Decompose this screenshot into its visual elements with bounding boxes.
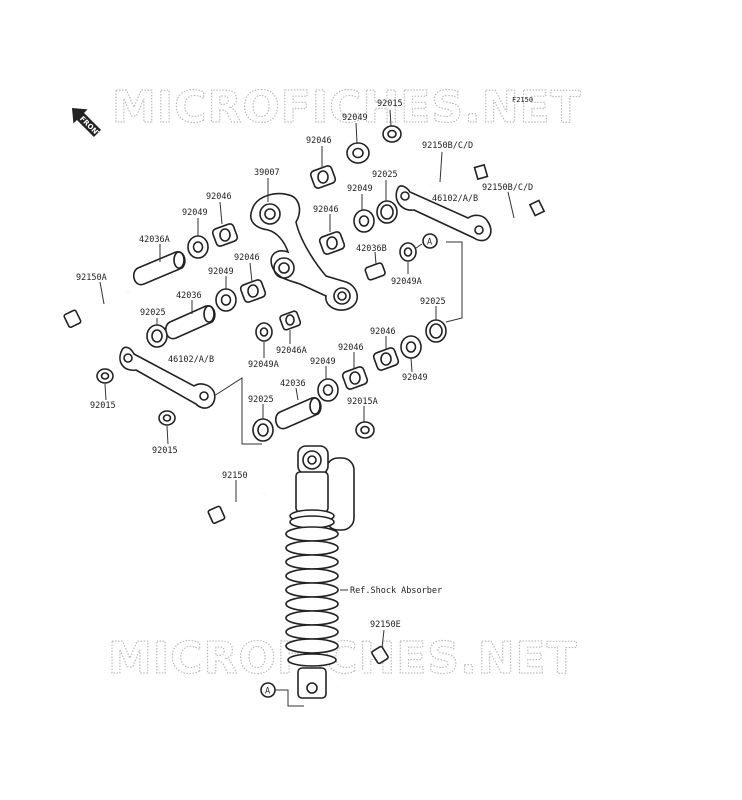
seal-92049-f xyxy=(317,378,339,402)
collar-42036-a xyxy=(164,305,216,340)
label-92046-c: 92046 xyxy=(206,192,232,202)
label-92049-c: 92049 xyxy=(182,208,208,218)
washer-92025-r xyxy=(425,319,447,343)
label-92025-l: 92025 xyxy=(140,308,166,318)
nut-92015-top xyxy=(382,125,402,143)
label-92150bcd-1: 92150B/C/D xyxy=(422,141,473,151)
label-42036a: 42036A xyxy=(139,235,170,245)
label-46102-l: 46102/A/B xyxy=(168,355,214,365)
front-label: FRONT xyxy=(78,115,103,140)
label-92046a: 92046A xyxy=(276,346,307,356)
tie-rod-right xyxy=(395,185,492,242)
bolt-92150a xyxy=(63,290,129,329)
label-92150a: 92150A xyxy=(76,273,107,283)
label-42036b: 42036B xyxy=(356,244,387,254)
label-92049-f: 92049 xyxy=(310,357,336,367)
label-46102-r: 46102/A/B xyxy=(432,194,478,204)
label-92025-r: 92025 xyxy=(420,297,446,307)
label-39007: 39007 xyxy=(254,168,280,178)
shock-absorber xyxy=(285,445,355,699)
bearing-92046-d xyxy=(239,279,267,303)
bearing-92046-b xyxy=(318,231,346,255)
seal-92049a-r xyxy=(399,242,417,262)
label-92150bcd-2: 92150B/C/D xyxy=(482,183,533,193)
bearing-92046-e xyxy=(372,347,400,371)
bearing-92046a xyxy=(279,310,302,331)
label-92046-a: 92046 xyxy=(306,136,332,146)
label-92049-top: 92049 xyxy=(342,113,368,123)
bearing-92046-c xyxy=(211,223,239,247)
label-92049a-m: 92049A xyxy=(248,360,279,370)
label-92046-d: 92046 xyxy=(234,253,260,263)
front-arrow-icon: FRONT xyxy=(72,108,103,140)
washer-92025-m xyxy=(252,418,274,442)
nut-92015-l xyxy=(96,368,114,384)
label-92049-e: 92049 xyxy=(402,373,428,383)
ref-shock-absorber-note: Ref.Shock Absorber xyxy=(350,586,442,596)
collar-42036b xyxy=(364,262,386,281)
callout-a-label-bottom: A xyxy=(265,687,270,697)
label-42036-a: 42036 xyxy=(176,291,202,301)
washer-92025-a xyxy=(376,200,398,224)
watermark-bottom: MICROFICHES.NET xyxy=(108,633,578,684)
label-92049-b: 92049 xyxy=(347,184,373,194)
label-92015-top: 92015 xyxy=(377,99,403,109)
seal-92049-top xyxy=(346,142,370,164)
bearing-92046-f xyxy=(341,366,369,390)
bolt-92150 xyxy=(207,492,265,524)
rocker-arm-39007 xyxy=(250,192,358,311)
callout-a-bottom: A xyxy=(260,682,304,707)
part-labels: 92015 92049 92046 92150B/C/D 92150B/C/D … xyxy=(76,99,533,630)
label-92046-e: 92046 xyxy=(370,327,396,337)
bolt-92150bcd-2 xyxy=(491,199,546,234)
figure-code: F2150 xyxy=(512,96,533,104)
seal-92049a-m xyxy=(255,322,273,342)
callout-a-top: A xyxy=(415,233,438,249)
nut-92015a xyxy=(355,421,375,439)
label-92025-m: 92025 xyxy=(248,395,274,405)
bolt-92150e xyxy=(337,645,389,690)
label-92049a-r: 92049A xyxy=(391,277,422,287)
tie-rod-left xyxy=(119,346,216,409)
seal-92049-d xyxy=(215,288,237,312)
collar-42036-b xyxy=(274,397,322,430)
label-92015-b: 92015 xyxy=(152,446,178,456)
label-92046-f: 92046 xyxy=(338,343,364,353)
label-92150: 92150 xyxy=(222,471,248,481)
label-92150e: 92150E xyxy=(370,620,401,630)
seal-92049-e xyxy=(400,335,422,359)
bolt-92150bcd-1 xyxy=(431,163,489,188)
label-92049-d: 92049 xyxy=(208,267,234,277)
leader-lines xyxy=(99,109,515,649)
seal-92049-c xyxy=(187,235,209,259)
label-92025-a: 92025 xyxy=(372,170,398,180)
bearing-92046-top xyxy=(309,165,337,189)
label-92015a: 92015A xyxy=(347,397,378,407)
seal-92049-b xyxy=(353,209,375,233)
washer-92025-l xyxy=(146,324,168,348)
callout-a-label: A xyxy=(427,238,432,248)
label-92046-b: 92046 xyxy=(313,205,339,215)
label-42036-b: 42036 xyxy=(280,379,306,389)
shock-spring xyxy=(285,526,339,667)
collar-42036a xyxy=(132,251,186,286)
watermark-top: MICROFICHES.NET xyxy=(112,82,582,133)
label-92015-l: 92015 xyxy=(90,401,116,411)
nut-92015-b xyxy=(158,410,176,426)
